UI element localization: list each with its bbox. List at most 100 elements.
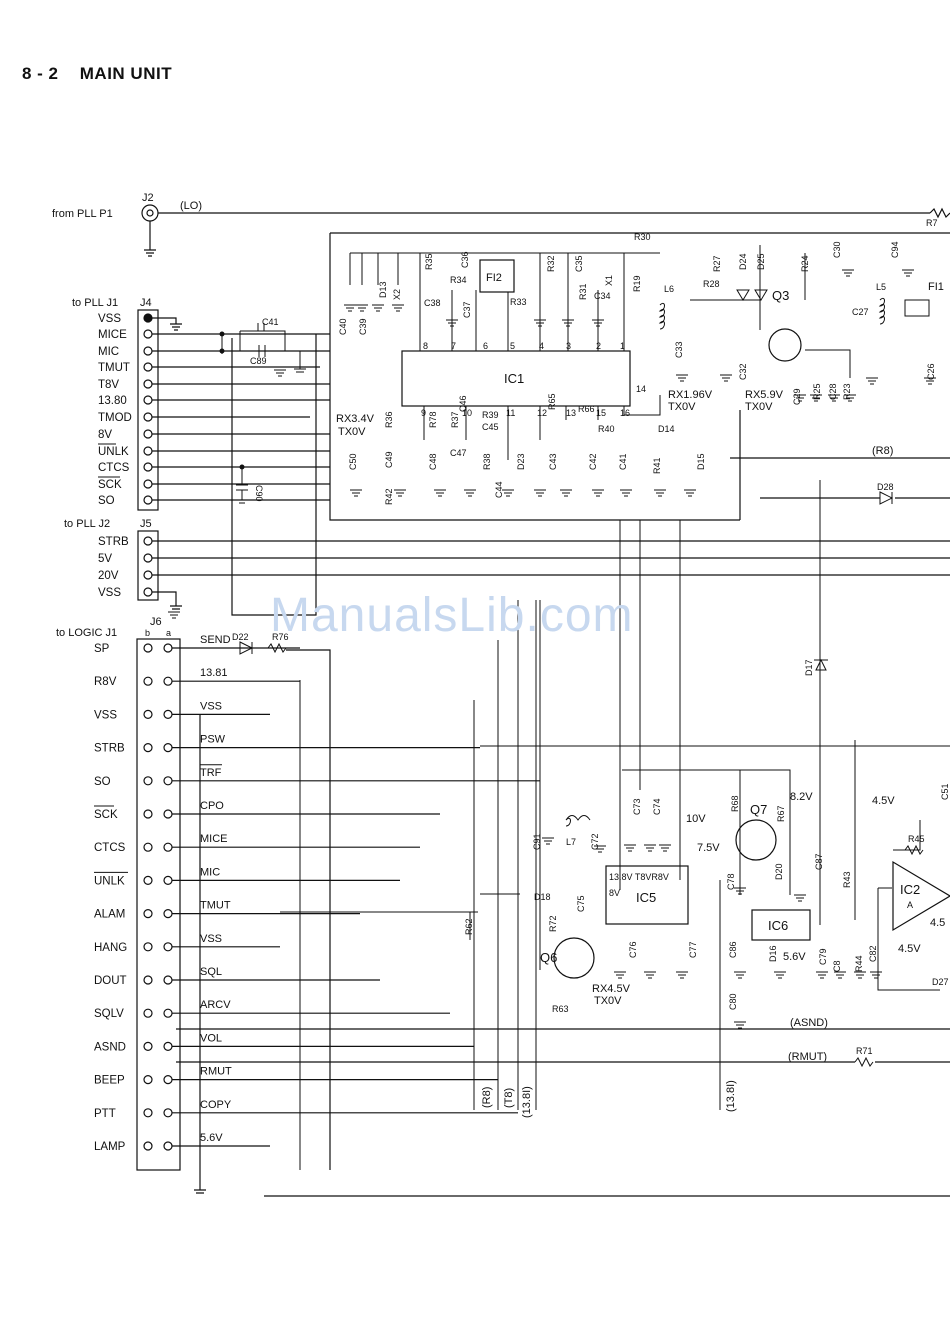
c72-label: C72 (590, 833, 600, 850)
bus-t8-label: (T8) (503, 1088, 515, 1108)
l7-label: L7 (566, 837, 576, 847)
j6-contact-a (163, 742, 173, 753)
r67-label: R67 (776, 805, 786, 822)
d22-label: D22 (232, 632, 249, 642)
j6-contact-a (163, 676, 173, 686)
r36-label: R36 (384, 411, 394, 428)
vss-ground-rail (194, 714, 206, 1194)
j6-pin-label: PTT (94, 1108, 116, 1120)
rmut-net-label: (RMUT) (788, 1051, 827, 1063)
c74-label: C74 (652, 798, 662, 815)
j4-pin-label: VSS (98, 313, 121, 325)
c90-capacitor (255, 345, 306, 373)
r62-label: R62 (464, 918, 474, 935)
page-heading: 8 - 2 MAIN UNIT (22, 64, 172, 84)
j4-pin-contact (143, 412, 153, 422)
ground-symbol (560, 489, 572, 497)
j6-contact-a (163, 1041, 173, 1052)
j6-contact-a (163, 842, 173, 852)
c91-label: C91 (532, 833, 542, 850)
ic6-output-voltage: 5.6V (783, 951, 806, 963)
q7-transistor (735, 819, 777, 861)
ground-symbol (794, 394, 806, 402)
j6-source-label: to LOGIC J1 (56, 627, 117, 639)
j6-net-label: 13.81 (200, 667, 228, 679)
j6-pin-label: STRB (94, 743, 125, 755)
bus2-138i-label: (13.8I) (725, 1080, 737, 1112)
ground-symbol (654, 489, 666, 497)
d15-label: D15 (696, 453, 706, 470)
svg-text:1: 1 (620, 341, 625, 351)
j6-net-label: SQL (200, 966, 222, 978)
j4-vss-ground (152, 317, 182, 331)
c76-label: C76 (628, 941, 638, 958)
l5-coil (878, 297, 885, 325)
ground-symbol (842, 269, 854, 277)
ground-symbol (592, 319, 604, 327)
j6-contact-b (143, 676, 153, 686)
ground-symbol (828, 394, 840, 402)
r76-resistor (267, 642, 287, 654)
c44-label: C44 (494, 481, 504, 498)
svg-text:15: 15 (596, 408, 606, 418)
ic1-pin16-tx-voltage: TX0V (668, 401, 696, 413)
j4-pin-list: VSS MICE MIC TMUT T8V 13.80 TMOD 8V UNLK… (98, 313, 132, 507)
ground-symbol (356, 304, 368, 312)
d27-label: D27 (932, 977, 949, 987)
ground-symbol (372, 304, 384, 312)
r68-label: R68 (730, 795, 740, 812)
svg-text:8: 8 (423, 341, 428, 351)
lo-net-label: (LO) (180, 200, 202, 212)
svg-text:13: 13 (566, 408, 576, 418)
d28-label: D28 (877, 482, 894, 492)
svg-text:4: 4 (539, 341, 544, 351)
ground-symbol (774, 971, 786, 979)
ground-symbol (446, 319, 458, 327)
j6-pin-label: CTCS (94, 842, 126, 854)
j6-net-label: CPO (200, 800, 224, 812)
j6-contact-a (163, 709, 173, 720)
j5-pin-label: 20V (98, 570, 119, 582)
q3-rx-voltage: RX5.9V (745, 389, 784, 401)
j6-contact-b (143, 809, 153, 819)
j4-pin-contact (143, 329, 153, 339)
r8-net-label: (R8) (872, 445, 893, 457)
ground-symbol (794, 894, 806, 902)
ref-voltage-2: 4.5V (898, 943, 921, 955)
j2-jack-outer (141, 204, 159, 222)
j6-contact-b (143, 942, 153, 952)
q6-rx-voltage: RX4.5V (592, 983, 631, 995)
j6-contact-a (163, 1141, 173, 1151)
l6-label: L6 (664, 284, 674, 294)
ground-symbol (676, 971, 688, 979)
ground-symbol (924, 377, 936, 385)
c75-label: C75 (576, 895, 586, 912)
c79-label: C79 (818, 948, 828, 965)
j4-pin-label: TMUT (98, 362, 130, 374)
ic1-pin16-rx-voltage: RX1.96V (668, 389, 713, 401)
ic2-opamp (892, 860, 950, 932)
ground-symbol (344, 304, 356, 312)
j5-source-label: to PLL J2 (64, 518, 110, 530)
c77-label: C77 (688, 941, 698, 958)
j6-contact-a (163, 942, 173, 952)
r37-label: R37 (450, 411, 460, 428)
r72-label: R72 (548, 915, 558, 932)
c45-label: C45 (482, 422, 499, 432)
j5-pin-contact (143, 570, 153, 580)
j6-contact-a (163, 1074, 173, 1085)
q3-transistor (768, 328, 802, 362)
j6-contact-a (163, 1108, 173, 1118)
j6-col-b-label: b (145, 628, 150, 638)
c46-label: C46 (458, 395, 468, 412)
ground-symbol (502, 489, 514, 497)
j2-ground-symbol (144, 249, 156, 257)
ref-voltage-1: 4.5V (872, 795, 895, 807)
j4-connector: to PLL J1 J4 VSS MICE MIC TMUT T8V 13.80… (72, 297, 330, 511)
d18-label: D18 (534, 892, 551, 902)
j6-contact-b (143, 975, 153, 985)
ground-symbol (676, 374, 688, 382)
j6-pin-label: VSS (94, 709, 117, 721)
